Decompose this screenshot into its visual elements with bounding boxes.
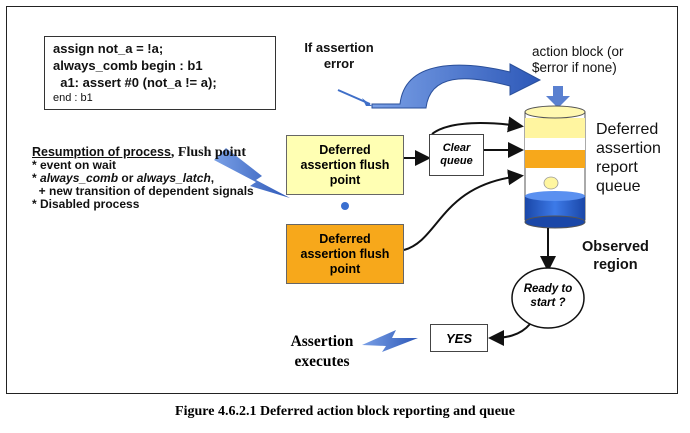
arrow-flush2-to-queue <box>403 169 524 251</box>
curved-error-arrow <box>371 63 542 109</box>
lightning-bolt-executes <box>362 330 418 352</box>
observed-line-2: region <box>593 257 638 273</box>
report-queue-label: Deferred assertion report queue <box>596 120 661 196</box>
ready-to-start-label: Ready to start ? <box>516 282 580 310</box>
action-block-label: action block (or $error if none) <box>532 44 624 76</box>
flush-point-label: , Flush point <box>170 145 247 160</box>
resumption-item-1: * event on wait <box>32 158 117 172</box>
ready-line-1: Ready to <box>523 283 573 295</box>
flush-box-1-line-1: Deferred <box>319 142 371 157</box>
resumption-item-3: + new transition of dependent signals <box>32 184 254 198</box>
if-error-line-2: error <box>323 56 355 71</box>
yes-label: YES <box>445 330 472 346</box>
queue-label-line-3: report <box>596 159 638 176</box>
flush-box-2-line-3: point <box>329 261 361 276</box>
clear-queue-line-2: queue <box>440 155 473 167</box>
queue-label-line-2: assertion <box>596 140 661 157</box>
code-line-2: always_comb begin : b1 <box>53 58 203 73</box>
flush-box-2-line-2: assertion flush <box>300 246 390 261</box>
flush-box-1-line-2: assertion flush <box>300 157 390 172</box>
ready-line-2: start ? <box>530 297 566 309</box>
code-line-1: assign not_a = !a; <box>53 41 164 56</box>
connector-dot <box>341 202 349 210</box>
if-assertion-error-label: If assertion error <box>302 40 376 72</box>
flush-point-box-2: Deferred assertion flush point <box>286 224 404 284</box>
ready-to-start-circle <box>511 267 585 329</box>
resumption-title: Resumption of process <box>32 145 171 159</box>
flush-box-2-line-1: Deferred <box>319 231 371 246</box>
code-box: assign not_a = !a; always_comb begin : b… <box>44 36 276 110</box>
lightning-bolt-resumption <box>214 148 290 198</box>
observed-region-label: Observed region <box>582 238 649 274</box>
assertion-executes-label: Assertion executes <box>276 332 368 372</box>
code-line-3: a1: assert #0 (not_a != a); <box>53 75 217 90</box>
flush-point-box-1: Deferred assertion flush point <box>286 135 404 195</box>
code-line-4: end : b1 <box>53 92 93 104</box>
assertion-exec-line-1: Assertion <box>290 333 354 350</box>
if-error-line-1: If assertion <box>304 40 374 55</box>
resumption-item-2: * always_comb or always_latch, <box>32 171 215 185</box>
action-block-line-1: action block (or <box>532 44 624 59</box>
queue-down-arrow <box>546 86 570 108</box>
report-queue-cylinder <box>524 105 586 229</box>
diagram-frame <box>6 6 678 394</box>
action-block-line-2: $error if none) <box>532 60 617 75</box>
assertion-exec-line-2: executes <box>294 353 350 370</box>
queue-label-line-4: queue <box>596 178 641 195</box>
observed-line-1: Observed <box>582 239 649 255</box>
queue-label-line-1: Deferred <box>596 121 659 138</box>
arrow-clear-to-queue-top <box>431 116 524 135</box>
flush-box-1-line-3: point <box>329 172 361 187</box>
clear-queue-line-1: Clear <box>442 142 471 154</box>
arrow-ready-to-yes <box>488 323 531 346</box>
resumption-item-4: * Disabled process <box>32 197 140 211</box>
clear-queue-box: Clear queue <box>429 134 484 176</box>
resumption-list: Resumption of process, Flush point * eve… <box>32 146 254 211</box>
error-pointer-head <box>362 98 372 106</box>
figure-caption: Figure 4.6.2.1 Deferred action block rep… <box>175 404 515 419</box>
yes-box: YES <box>430 324 488 352</box>
